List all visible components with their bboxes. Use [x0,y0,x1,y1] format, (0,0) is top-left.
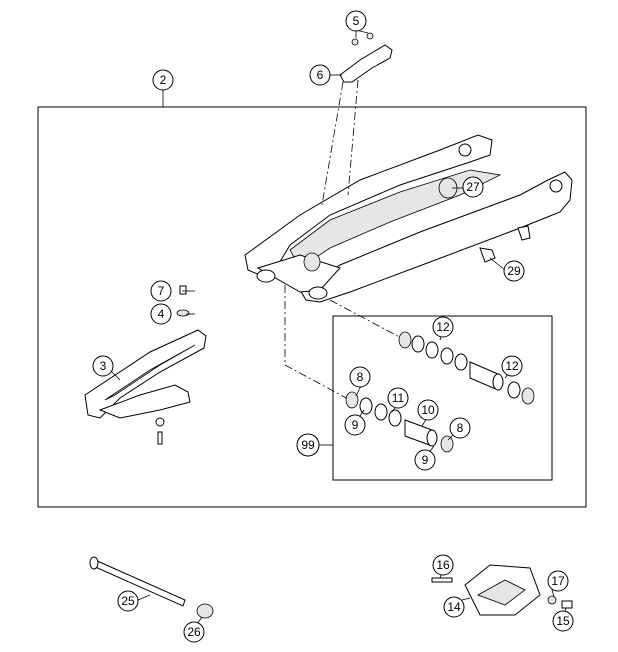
svg-text:3: 3 [100,359,107,373]
svg-text:12: 12 [436,320,450,334]
svg-text:25: 25 [121,594,135,608]
callout-16: 16 [432,554,454,576]
svg-text:9: 9 [422,453,429,467]
callout-12: 12 [432,316,454,338]
swingarm-assembly-frame [37,106,587,508]
callout-5: 5 [345,10,367,32]
svg-text:10: 10 [421,403,435,417]
callout-10: 10 [417,399,439,421]
swingarm-pivot-axle [89,556,214,619]
svg-text:7: 7 [158,284,165,298]
svg-text:27: 27 [466,180,480,194]
svg-text:4: 4 [158,307,165,321]
assembly-lines [284,79,406,401]
callout-27: 27 [462,176,484,198]
svg-text:16: 16 [436,558,450,572]
callout-4: 4 [150,303,172,325]
svg-text:2: 2 [160,73,167,87]
leader-lines [107,29,567,625]
svg-text:17: 17 [551,574,565,588]
chain-guide [431,564,573,616]
callout-8: 8 [349,366,371,388]
svg-text:9: 9 [352,418,359,432]
callout-15: 15 [552,610,574,632]
svg-text:99: 99 [301,438,315,452]
svg-text:12: 12 [505,359,519,373]
callout-7: 7 [150,280,172,302]
svg-text:26: 26 [187,625,201,639]
callout-9: 9 [414,449,436,471]
bearing-kit-frame [332,315,553,481]
bearing-kit-parts [345,331,535,453]
svg-text:29: 29 [507,264,521,278]
svg-text:6: 6 [317,68,324,82]
chain-slider [84,329,207,419]
callout-17: 17 [547,570,569,592]
callout-3: 3 [92,355,114,377]
callout-2: 2 [152,69,174,91]
svg-text:11: 11 [392,391,405,405]
callout-14: 14 [443,596,465,618]
callout-12: 12 [501,355,523,377]
callout-25: 25 [117,590,139,612]
swingarm [244,134,573,303]
callout-29: 29 [503,260,525,282]
callout-11: 11 [387,387,409,409]
svg-text:5: 5 [353,14,360,28]
svg-text:8: 8 [357,370,364,384]
svg-text:14: 14 [447,600,461,614]
callout-6: 6 [309,64,331,86]
svg-text:8: 8 [457,421,464,435]
chain-guide-bracket [339,32,393,83]
callout-8: 8 [449,417,471,439]
bolt-and-washer [155,285,190,445]
callout-99: 99 [296,433,320,457]
callout-9: 9 [344,414,366,436]
callout-26: 26 [183,621,205,643]
svg-text:15: 15 [556,614,570,628]
